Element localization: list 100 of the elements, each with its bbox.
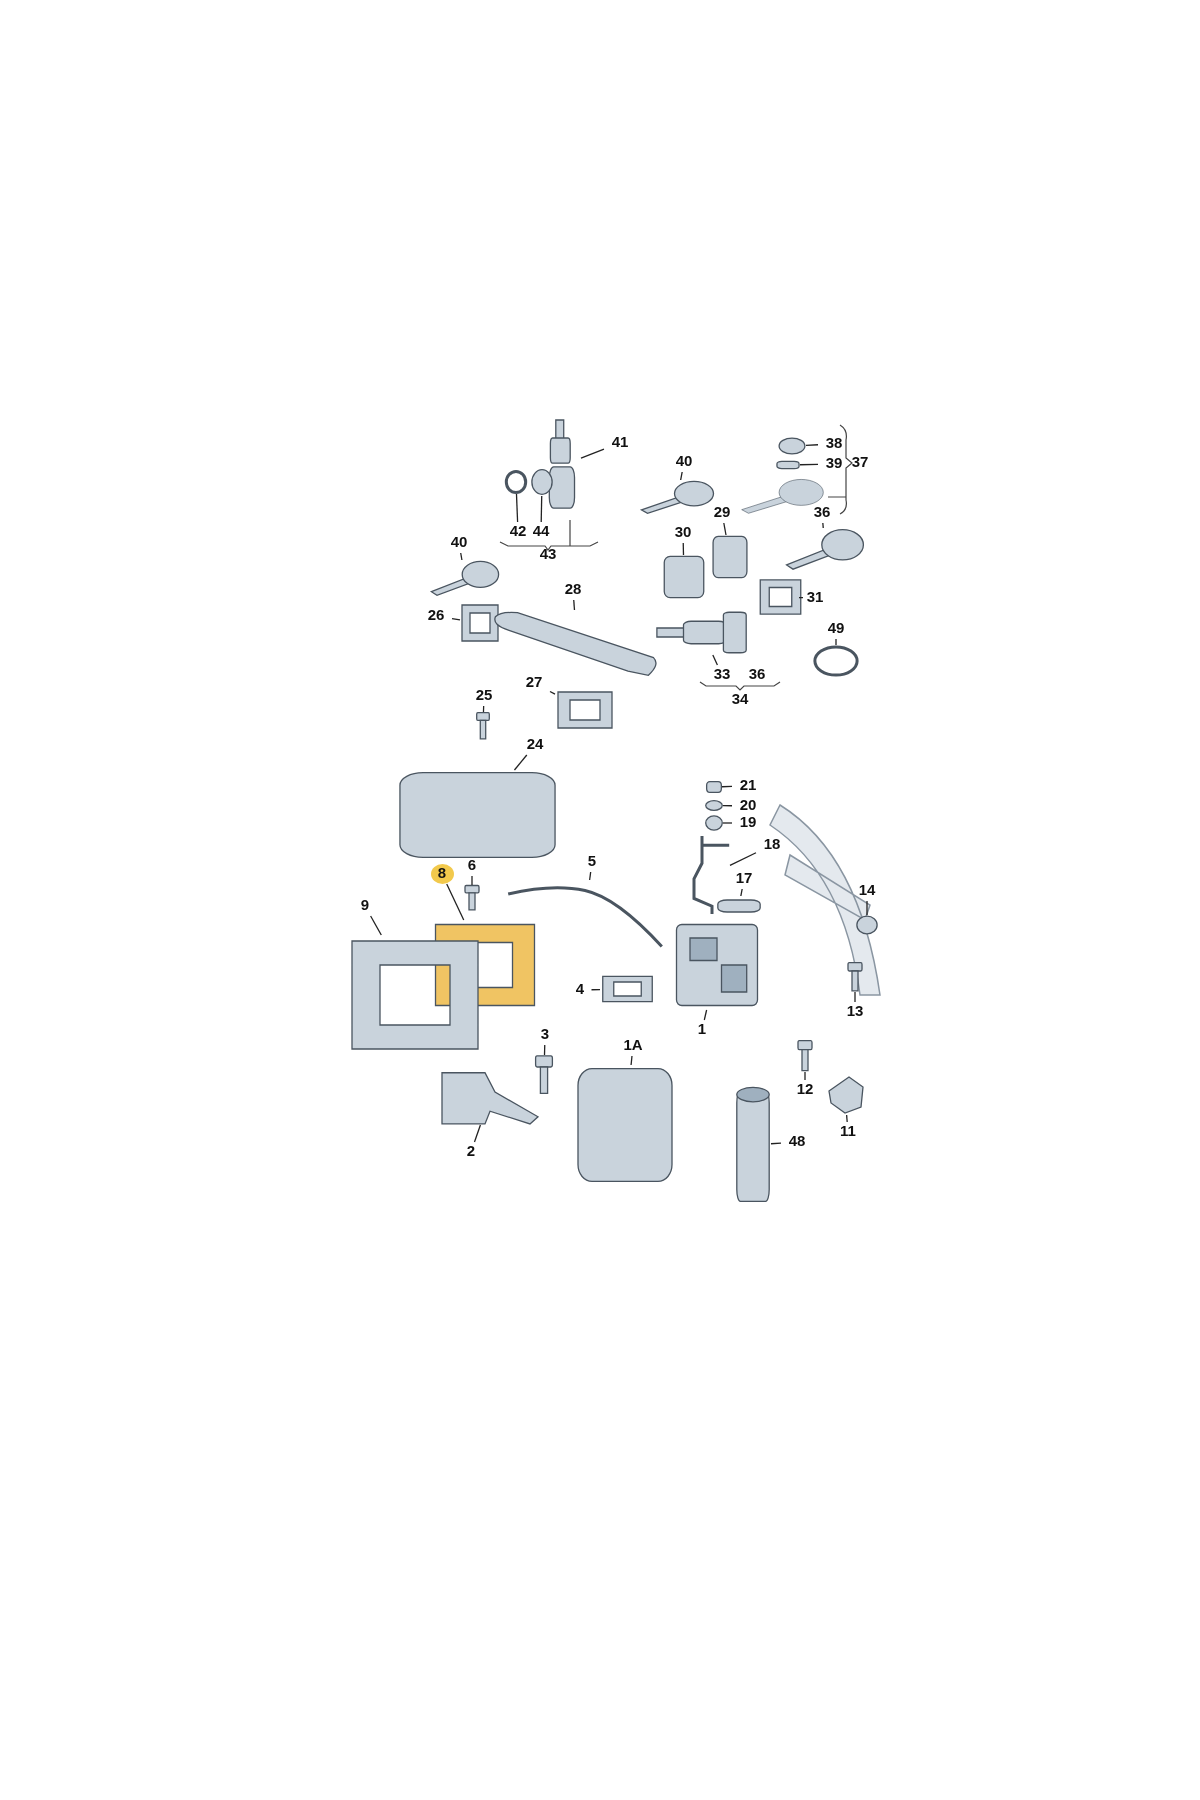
callout-number: 24 xyxy=(519,735,551,755)
leader-line xyxy=(630,1055,633,1066)
leader-line xyxy=(835,638,837,646)
bolt-drawing xyxy=(845,962,865,992)
leader-line xyxy=(543,1044,546,1056)
callout-number: 4 xyxy=(568,980,592,1000)
leader-line xyxy=(866,900,868,916)
callout-number: 19 xyxy=(732,813,764,833)
leader-line xyxy=(804,1071,806,1081)
cap-drawing xyxy=(856,915,878,935)
leader-line xyxy=(473,1124,482,1143)
callout-number: 48 xyxy=(781,1132,813,1152)
leader-line xyxy=(822,522,824,529)
leader-line xyxy=(845,1114,848,1123)
callout-number: 18 xyxy=(756,835,788,855)
leader-line xyxy=(540,495,543,523)
spray-can-drawing xyxy=(735,1085,771,1205)
seal-ring-drawing xyxy=(812,645,860,677)
callout-number: 2 xyxy=(459,1142,483,1162)
callout-number: 40 xyxy=(668,452,700,472)
callout-number: 31 xyxy=(799,588,831,608)
key-drawing xyxy=(785,528,865,570)
lock-cylinder-drawing xyxy=(655,610,750,655)
leader-line xyxy=(703,1009,708,1021)
callout-number: 5 xyxy=(580,852,604,872)
bezel-drawing xyxy=(758,578,803,616)
leader-line xyxy=(580,448,605,459)
leader-line xyxy=(854,991,856,1003)
callout-number: 49 xyxy=(820,619,852,639)
leader-line xyxy=(722,805,733,807)
screw-drawing xyxy=(462,885,482,911)
switch-drawing xyxy=(716,896,762,916)
rivet-drawing xyxy=(532,1055,556,1095)
key-blade-drawing xyxy=(430,560,500,596)
pin-drawing xyxy=(776,459,800,471)
callout-number: 6 xyxy=(460,856,484,876)
leader-line xyxy=(770,1142,782,1145)
leader-line xyxy=(471,875,473,886)
cover-drawing xyxy=(712,535,748,579)
leader-line xyxy=(712,654,719,666)
leader-line xyxy=(722,822,733,824)
gasket-drawing xyxy=(460,603,500,643)
callout-number: 38 xyxy=(818,434,850,454)
disc-drawing xyxy=(531,468,553,496)
callout-number: 41 xyxy=(604,433,636,453)
leader-line xyxy=(721,785,733,788)
leader-line xyxy=(740,888,743,897)
callout-number: 26 xyxy=(420,606,452,626)
leader-line xyxy=(460,552,463,561)
leader-line xyxy=(798,596,804,599)
leader-line xyxy=(588,871,592,881)
callout-number: 30 xyxy=(667,523,699,543)
leader-line xyxy=(799,463,819,466)
callout-number: 20 xyxy=(732,796,764,816)
leader-line xyxy=(805,444,819,446)
callout-number: 39 xyxy=(818,454,850,474)
leader-line xyxy=(723,522,727,536)
callout-number: 12 xyxy=(789,1080,821,1100)
gasket-drawing xyxy=(600,975,655,1003)
callout-number: 40 xyxy=(443,533,475,553)
leader-line xyxy=(549,690,556,695)
callout-number: 36 xyxy=(747,665,767,684)
leader-line xyxy=(513,754,528,771)
callout-number: 1 xyxy=(690,1020,714,1040)
callout-number: 14 xyxy=(851,881,883,901)
callout-number: 11 xyxy=(832,1122,864,1142)
striker-plate-drawing xyxy=(825,1075,865,1115)
callout-number: 25 xyxy=(468,686,500,706)
cap-drawing xyxy=(778,437,806,455)
leader-line xyxy=(482,705,485,713)
rod-drawing xyxy=(690,836,730,914)
bush-drawing xyxy=(705,815,723,831)
callout-number: 33 xyxy=(706,665,738,685)
callout-number: 36 xyxy=(806,503,838,523)
cap-drawing xyxy=(663,555,705,599)
leader-line xyxy=(729,852,757,866)
leader-line xyxy=(682,542,685,556)
callout-number: 1A xyxy=(617,1036,649,1056)
callout-number: 29 xyxy=(706,503,738,523)
gasket-drawing xyxy=(555,690,615,730)
lock-housing-drawing xyxy=(575,1065,675,1185)
leader-line xyxy=(515,493,519,523)
callout-number: 8 xyxy=(430,864,454,884)
leader-line xyxy=(590,988,601,991)
callout-number: 17 xyxy=(728,869,760,889)
leader-line xyxy=(573,599,576,611)
seal-ring-drawing xyxy=(505,470,527,494)
leader-line xyxy=(451,617,461,621)
bolt-drawing xyxy=(795,1040,815,1072)
leader-line xyxy=(680,471,683,481)
callout-number: 9 xyxy=(353,896,377,916)
leader-line xyxy=(369,915,382,936)
callout-number: 13 xyxy=(839,1002,871,1022)
callout-number: 43 xyxy=(538,545,558,564)
callout-number: 28 xyxy=(557,580,589,600)
bracket-drawing xyxy=(440,1070,540,1125)
washer-drawing xyxy=(705,800,723,811)
callout-number: 34 xyxy=(730,690,750,709)
pin-drawing xyxy=(706,778,722,796)
screw-drawing xyxy=(474,712,492,740)
